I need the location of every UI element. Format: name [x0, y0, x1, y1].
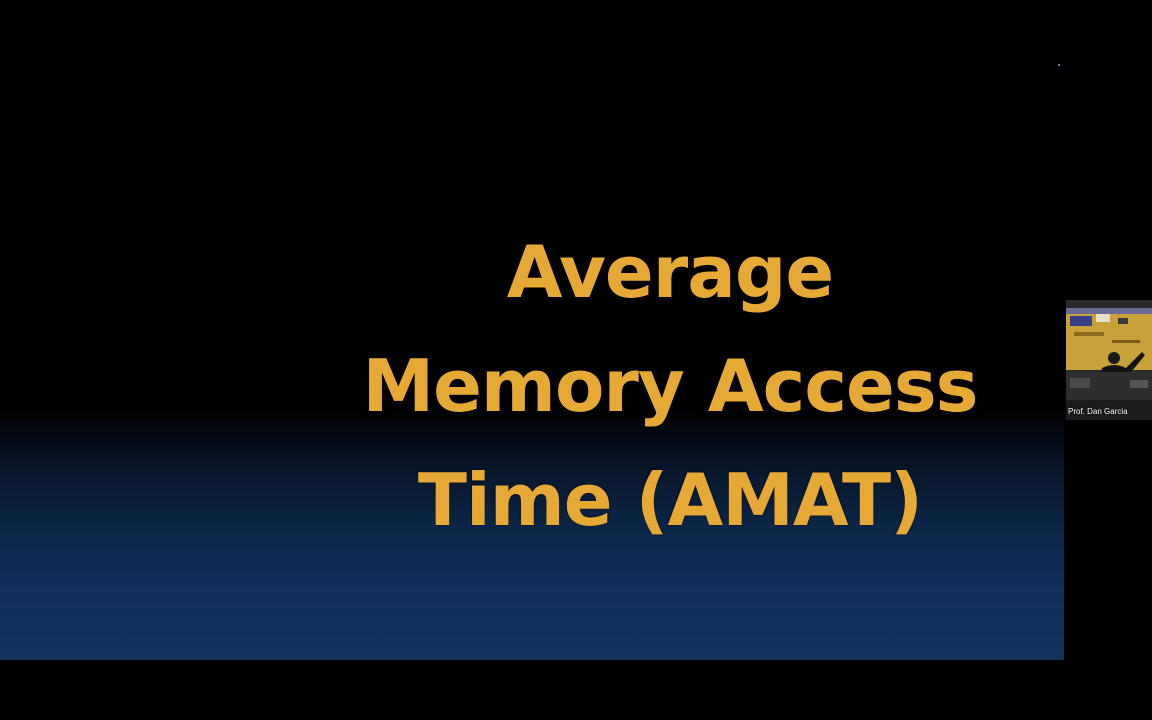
slide-title-line-1: Average	[506, 230, 834, 314]
presenter-video-tile[interactable]: Prof. Dan Garcia	[1066, 300, 1152, 420]
presenter-video-feed	[1066, 300, 1152, 420]
screen-artifact-dot	[1058, 64, 1060, 66]
presenter-name-label: Prof. Dan Garcia	[1068, 407, 1128, 416]
slide-title-line-3: Time (AMAT)	[417, 458, 923, 542]
presentation-slide: Average Memory Access Time (AMAT)	[0, 0, 1064, 660]
slide-title: Average Memory Access Time (AMAT)	[330, 215, 1010, 557]
slide-title-line-2: Memory Access	[362, 344, 978, 428]
